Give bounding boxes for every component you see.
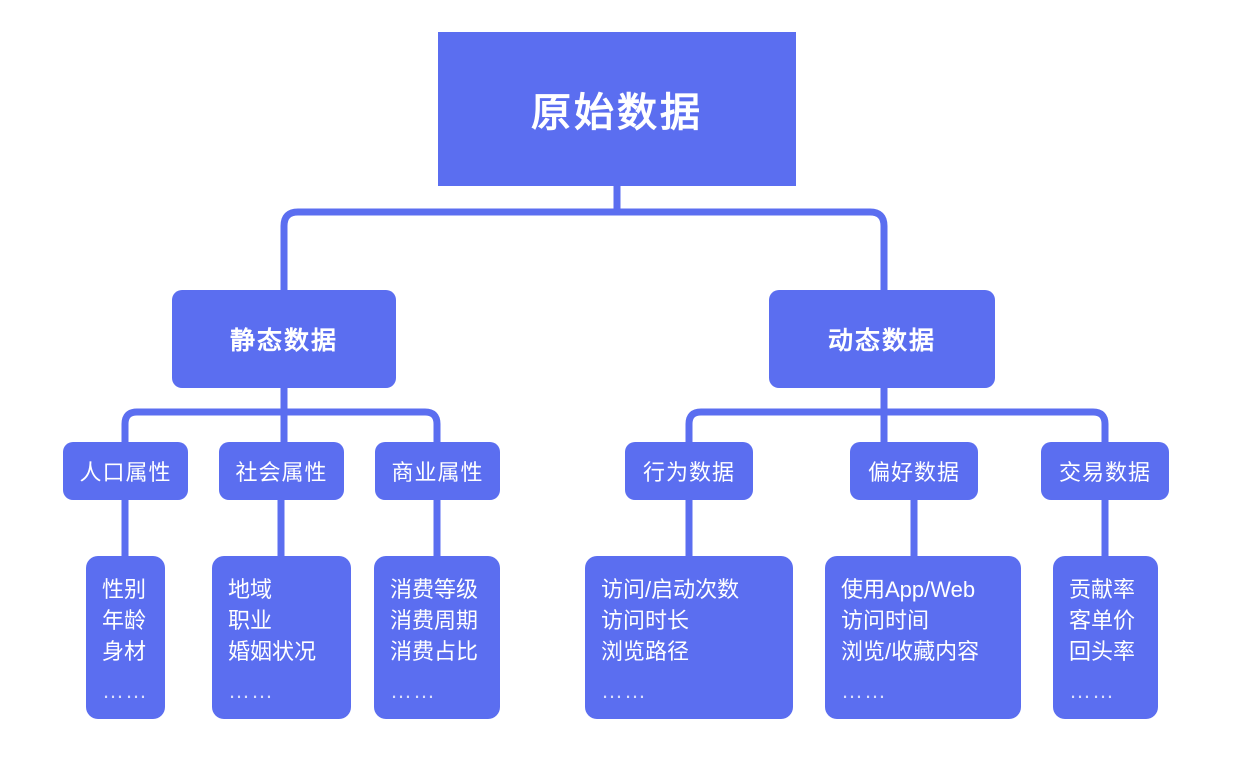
- node-demographic-attributes[interactable]: 人口属性: [63, 442, 188, 500]
- node-preference-data-label: 偏好数据: [867, 460, 960, 485]
- leaf-more-indicator: ……: [390, 677, 436, 703]
- node-transaction-data[interactable]: 交易数据: [1041, 442, 1169, 500]
- node-root-label: 原始数据: [531, 91, 703, 135]
- node-static-data-label: 静态数据: [229, 327, 338, 355]
- node-demographic-attributes-label: 人口属性: [79, 460, 172, 485]
- leaf-more-indicator: ……: [102, 677, 148, 703]
- leaf-item: 婚姻状况: [228, 639, 317, 665]
- leaf-item: 消费占比: [390, 639, 479, 665]
- connector-static-bus: [121, 408, 441, 442]
- leaf-transaction-items[interactable]: 贡献率 客单价 回头率 ……: [1053, 556, 1158, 719]
- node-dynamic-data-label: 动态数据: [827, 327, 936, 355]
- leaf-item: 性别: [102, 577, 147, 602]
- leaf-item: 访问/启动次数: [601, 577, 740, 602]
- leaf-item: 浏览/收藏内容: [841, 639, 980, 665]
- leaf-demographic-items[interactable]: 性别 年龄 身材 ……: [86, 556, 165, 719]
- leaf-item: 使用App/Web: [841, 577, 976, 602]
- leaf-commercial-items[interactable]: 消费等级 消费周期 消费占比 ……: [374, 556, 500, 719]
- leaf-item: 客单价: [1069, 608, 1136, 634]
- leaf-more-indicator: ……: [1069, 677, 1115, 703]
- node-preference-data[interactable]: 偏好数据: [850, 442, 978, 500]
- leaf-item: 回头率: [1069, 639, 1136, 665]
- node-commercial-attributes-label: 商业属性: [391, 460, 484, 485]
- leaf-item: 身材: [102, 639, 147, 665]
- leaf-item: 访问时长: [601, 608, 690, 634]
- leaf-item: 贡献率: [1069, 577, 1136, 602]
- node-transaction-data-label: 交易数据: [1058, 460, 1151, 485]
- node-static-data[interactable]: 静态数据: [172, 290, 396, 388]
- node-behavior-data[interactable]: 行为数据: [625, 442, 753, 500]
- leaf-social-items[interactable]: 地域 职业 婚姻状况 ……: [212, 556, 351, 719]
- node-social-attributes-label: 社会属性: [235, 460, 328, 485]
- leaf-item: 年龄: [102, 608, 147, 634]
- leaf-more-indicator: ……: [601, 677, 647, 703]
- node-behavior-data-label: 行为数据: [642, 460, 735, 485]
- leaf-more-indicator: ……: [228, 677, 274, 703]
- leaf-more-indicator: ……: [841, 677, 887, 703]
- leaf-item: 访问时间: [841, 608, 930, 634]
- node-root-raw-data[interactable]: 原始数据: [438, 32, 796, 186]
- connector-dynamic-bus: [685, 408, 1109, 442]
- node-dynamic-data[interactable]: 动态数据: [769, 290, 995, 388]
- leaf-item: 浏览路径: [601, 639, 690, 665]
- leaf-preference-items[interactable]: 使用App/Web 访问时间 浏览/收藏内容 ……: [825, 556, 1021, 719]
- leaf-item: 地域: [228, 577, 273, 602]
- node-social-attributes[interactable]: 社会属性: [219, 442, 344, 500]
- leaf-item: 职业: [228, 608, 273, 634]
- connector-root-bus: [280, 208, 888, 290]
- leaf-item: 消费等级: [390, 577, 479, 602]
- node-commercial-attributes[interactable]: 商业属性: [375, 442, 500, 500]
- leaf-behavior-items[interactable]: 访问/启动次数 访问时长 浏览路径 ……: [585, 556, 793, 719]
- leaf-item: 消费周期: [390, 608, 479, 634]
